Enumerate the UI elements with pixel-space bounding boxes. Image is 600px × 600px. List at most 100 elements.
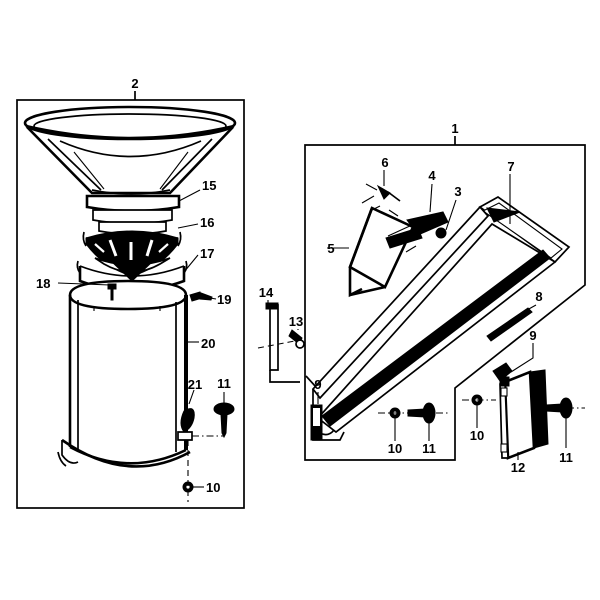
callout-3-leader bbox=[445, 199, 457, 231]
knob-bolt-left bbox=[192, 392, 235, 439]
hopper-funnel bbox=[23, 105, 237, 195]
hopper-cone-outline bbox=[26, 126, 234, 195]
control-rod-shaft bbox=[269, 304, 279, 371]
callout-label-21: 21 bbox=[188, 377, 202, 392]
callout-labels: 2 15 16 17 18 19 20 21 11 10 1 6 4 3 7 5… bbox=[36, 76, 573, 495]
callout-label-11-center: 11 bbox=[422, 441, 436, 456]
pivot-pin-head bbox=[435, 227, 447, 239]
retain-ring-cap-left bbox=[76, 260, 81, 274]
control-rod-axis bbox=[257, 339, 301, 349]
callout-label-19: 19 bbox=[217, 292, 231, 307]
spring-clip-tail bbox=[387, 191, 401, 202]
cover-plate-hole-top bbox=[500, 387, 508, 397]
drum-rim-hook bbox=[57, 451, 67, 467]
callout-label-11-right: 11 bbox=[559, 450, 573, 465]
spring-clip-body bbox=[376, 184, 391, 200]
trim-strip-body bbox=[486, 307, 533, 342]
hopper-rim-inner bbox=[33, 113, 227, 139]
drum-rim-tab-left bbox=[61, 440, 79, 464]
latch-hook bbox=[177, 389, 195, 441]
impeller-cap-left bbox=[82, 231, 87, 247]
retain-ring-cap-right bbox=[183, 260, 188, 274]
impeller-cone bbox=[82, 223, 199, 282]
drum-top-fastener bbox=[57, 282, 117, 301]
hopper-fold-2 bbox=[73, 151, 105, 190]
hinge-bracket-right-tab bbox=[499, 376, 510, 387]
panel-right bbox=[257, 136, 586, 461]
spring-clip-dash-2 bbox=[361, 195, 375, 204]
discharge-chute bbox=[305, 174, 571, 441]
panel-right-border bbox=[304, 144, 586, 461]
callout-15-leader bbox=[178, 189, 201, 202]
callout-16-leader bbox=[177, 223, 199, 229]
washer-left bbox=[182, 440, 204, 502]
callout-label-3: 3 bbox=[454, 184, 461, 199]
hopper-throat-curve bbox=[91, 189, 171, 195]
bracket-arm-highlight bbox=[387, 224, 413, 237]
callout-9-leader-right bbox=[510, 343, 534, 373]
callout-8-leader bbox=[526, 304, 537, 311]
callout-label-5: 5 bbox=[327, 241, 334, 256]
knob-11-shaft bbox=[220, 413, 228, 439]
impeller-vane-3 bbox=[145, 239, 154, 257]
callout-18-leader bbox=[57, 282, 111, 286]
impeller-tip bbox=[110, 261, 154, 282]
impeller-vane-1 bbox=[108, 239, 118, 257]
hopper-fold-1 bbox=[47, 138, 102, 191]
control-rod-foot bbox=[269, 370, 300, 383]
drum-bottom-rim bbox=[61, 438, 191, 468]
callout-label-2: 2 bbox=[131, 76, 138, 91]
screw-small bbox=[189, 291, 217, 302]
retain-ring-top bbox=[79, 265, 185, 277]
callout-19-leader bbox=[209, 297, 217, 300]
fastener-18-body bbox=[107, 283, 117, 301]
hopper-fold-4 bbox=[159, 151, 189, 190]
spring-clip-dash-3 bbox=[371, 205, 381, 211]
impeller-cap-right bbox=[177, 231, 182, 247]
deflector-plate bbox=[327, 206, 415, 298]
hinge-bracket-left-arm bbox=[317, 429, 335, 436]
callout-label-14: 14 bbox=[259, 285, 274, 300]
cover-plate-hole-bottom bbox=[500, 443, 508, 453]
chute-upper-flank bbox=[311, 205, 490, 400]
align-tick-2 bbox=[405, 245, 417, 253]
impeller-vane-4 bbox=[94, 243, 105, 253]
rod-clip-eye bbox=[295, 339, 305, 349]
chute-hinge-edge bbox=[305, 375, 317, 388]
spring-clip-dash-1 bbox=[365, 183, 378, 191]
hopper-collar-ring bbox=[85, 189, 201, 235]
hopper-inner-curve bbox=[59, 140, 202, 158]
callout-label-8: 8 bbox=[535, 289, 542, 304]
bracket-arm bbox=[385, 183, 449, 253]
callout-label-4: 4 bbox=[428, 168, 436, 183]
washer-10-hole bbox=[186, 485, 190, 489]
callout-label-10-left: 10 bbox=[206, 480, 220, 495]
control-rod-top-bend bbox=[265, 302, 279, 310]
trim-strip bbox=[486, 304, 537, 342]
hinge-bracket-left-slot bbox=[313, 408, 320, 426]
chute-mouth-shadow bbox=[486, 207, 521, 223]
drum-top-ellipse bbox=[68, 279, 188, 311]
cover-plate-edge bbox=[529, 369, 549, 449]
hopper-fold-3 bbox=[161, 138, 213, 191]
hopper-rim-lip bbox=[25, 124, 235, 140]
callout-label-17: 17 bbox=[200, 246, 214, 261]
callout-label-10-center: 10 bbox=[388, 441, 402, 456]
fastener-set-right bbox=[462, 394, 585, 448]
callout-label-9-right: 9 bbox=[529, 328, 536, 343]
collar-ring-upper bbox=[85, 194, 181, 213]
screw-19-shaft bbox=[199, 292, 213, 301]
hinge-bracket-right bbox=[492, 343, 534, 387]
callout-label-7: 7 bbox=[507, 159, 514, 174]
align-tick-1 bbox=[388, 209, 399, 217]
callout-17-leader bbox=[183, 254, 199, 273]
callout-label-6: 6 bbox=[381, 155, 388, 170]
callout-label-20: 20 bbox=[201, 336, 215, 351]
latch-hook-base bbox=[177, 431, 193, 441]
callout-label-16: 16 bbox=[200, 215, 214, 230]
callout-label-13: 13 bbox=[289, 314, 303, 329]
callout-label-1: 1 bbox=[451, 121, 458, 136]
callout-label-18: 18 bbox=[36, 276, 50, 291]
callout-21-leader bbox=[188, 389, 195, 405]
latch-hook-body bbox=[180, 408, 195, 433]
